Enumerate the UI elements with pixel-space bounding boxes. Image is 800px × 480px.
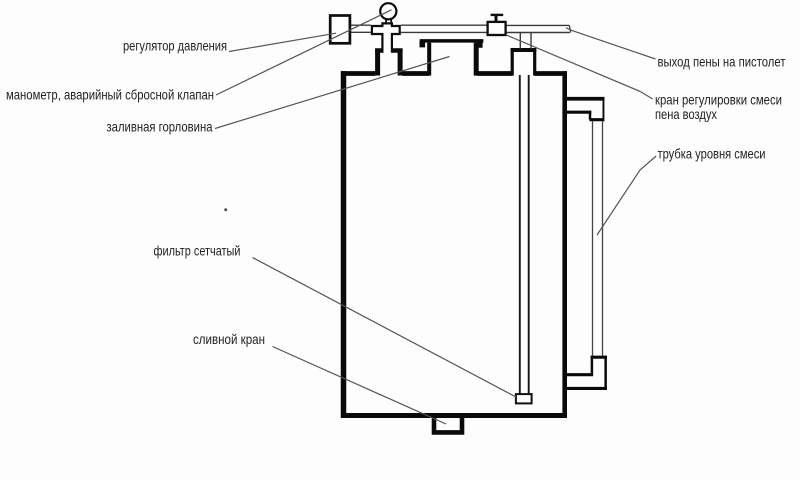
svg-text:сливной кран: сливной кран <box>193 331 265 347</box>
svg-text:трубка уровня смеси: трубка уровня смеси <box>658 145 766 161</box>
svg-text:манометр, аварийный сбросной к: манометр, аварийный сбросной клапан <box>6 87 214 103</box>
svg-text:выход пены на пистолет: выход пены на пистолет <box>658 54 786 70</box>
svg-text:заливная горловина: заливная горловина <box>107 119 213 135</box>
svg-text:кран регулировки смеси: кран регулировки смеси <box>655 91 782 107</box>
svg-text:пена воздух: пена воздух <box>655 106 717 122</box>
svg-text:фильтр сетчатый: фильтр сетчатый <box>154 243 241 259</box>
svg-text:регулятор давления: регулятор давления <box>123 38 227 54</box>
